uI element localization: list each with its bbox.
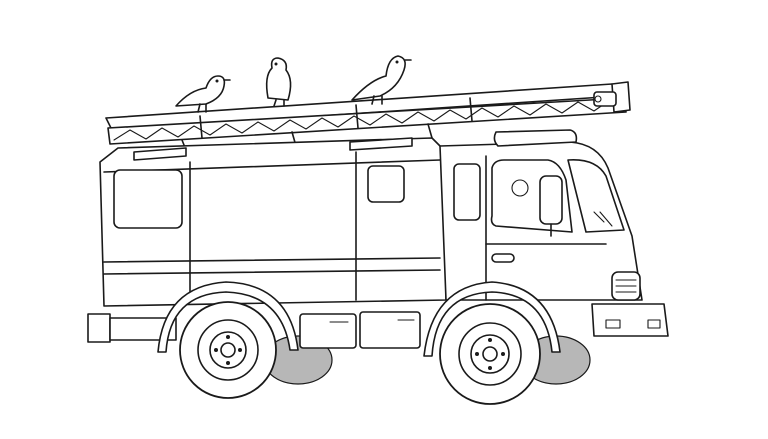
storage-box-1	[299, 313, 357, 349]
undercarriage	[87, 311, 421, 349]
side-mirror	[539, 175, 563, 225]
windshield	[567, 159, 625, 233]
door-handle	[491, 253, 515, 263]
bird-right	[351, 55, 412, 105]
storage-box-2	[359, 311, 421, 349]
roof-beacon	[493, 129, 578, 147]
bird-left	[175, 75, 231, 113]
side-window	[367, 165, 405, 203]
truck-cab	[439, 129, 669, 337]
rear-wheel	[179, 301, 277, 399]
rear-window	[113, 169, 183, 229]
front-wheel	[439, 303, 541, 405]
wheel-arches	[157, 281, 561, 357]
truck-body	[99, 137, 447, 307]
bird-middle	[265, 57, 292, 107]
